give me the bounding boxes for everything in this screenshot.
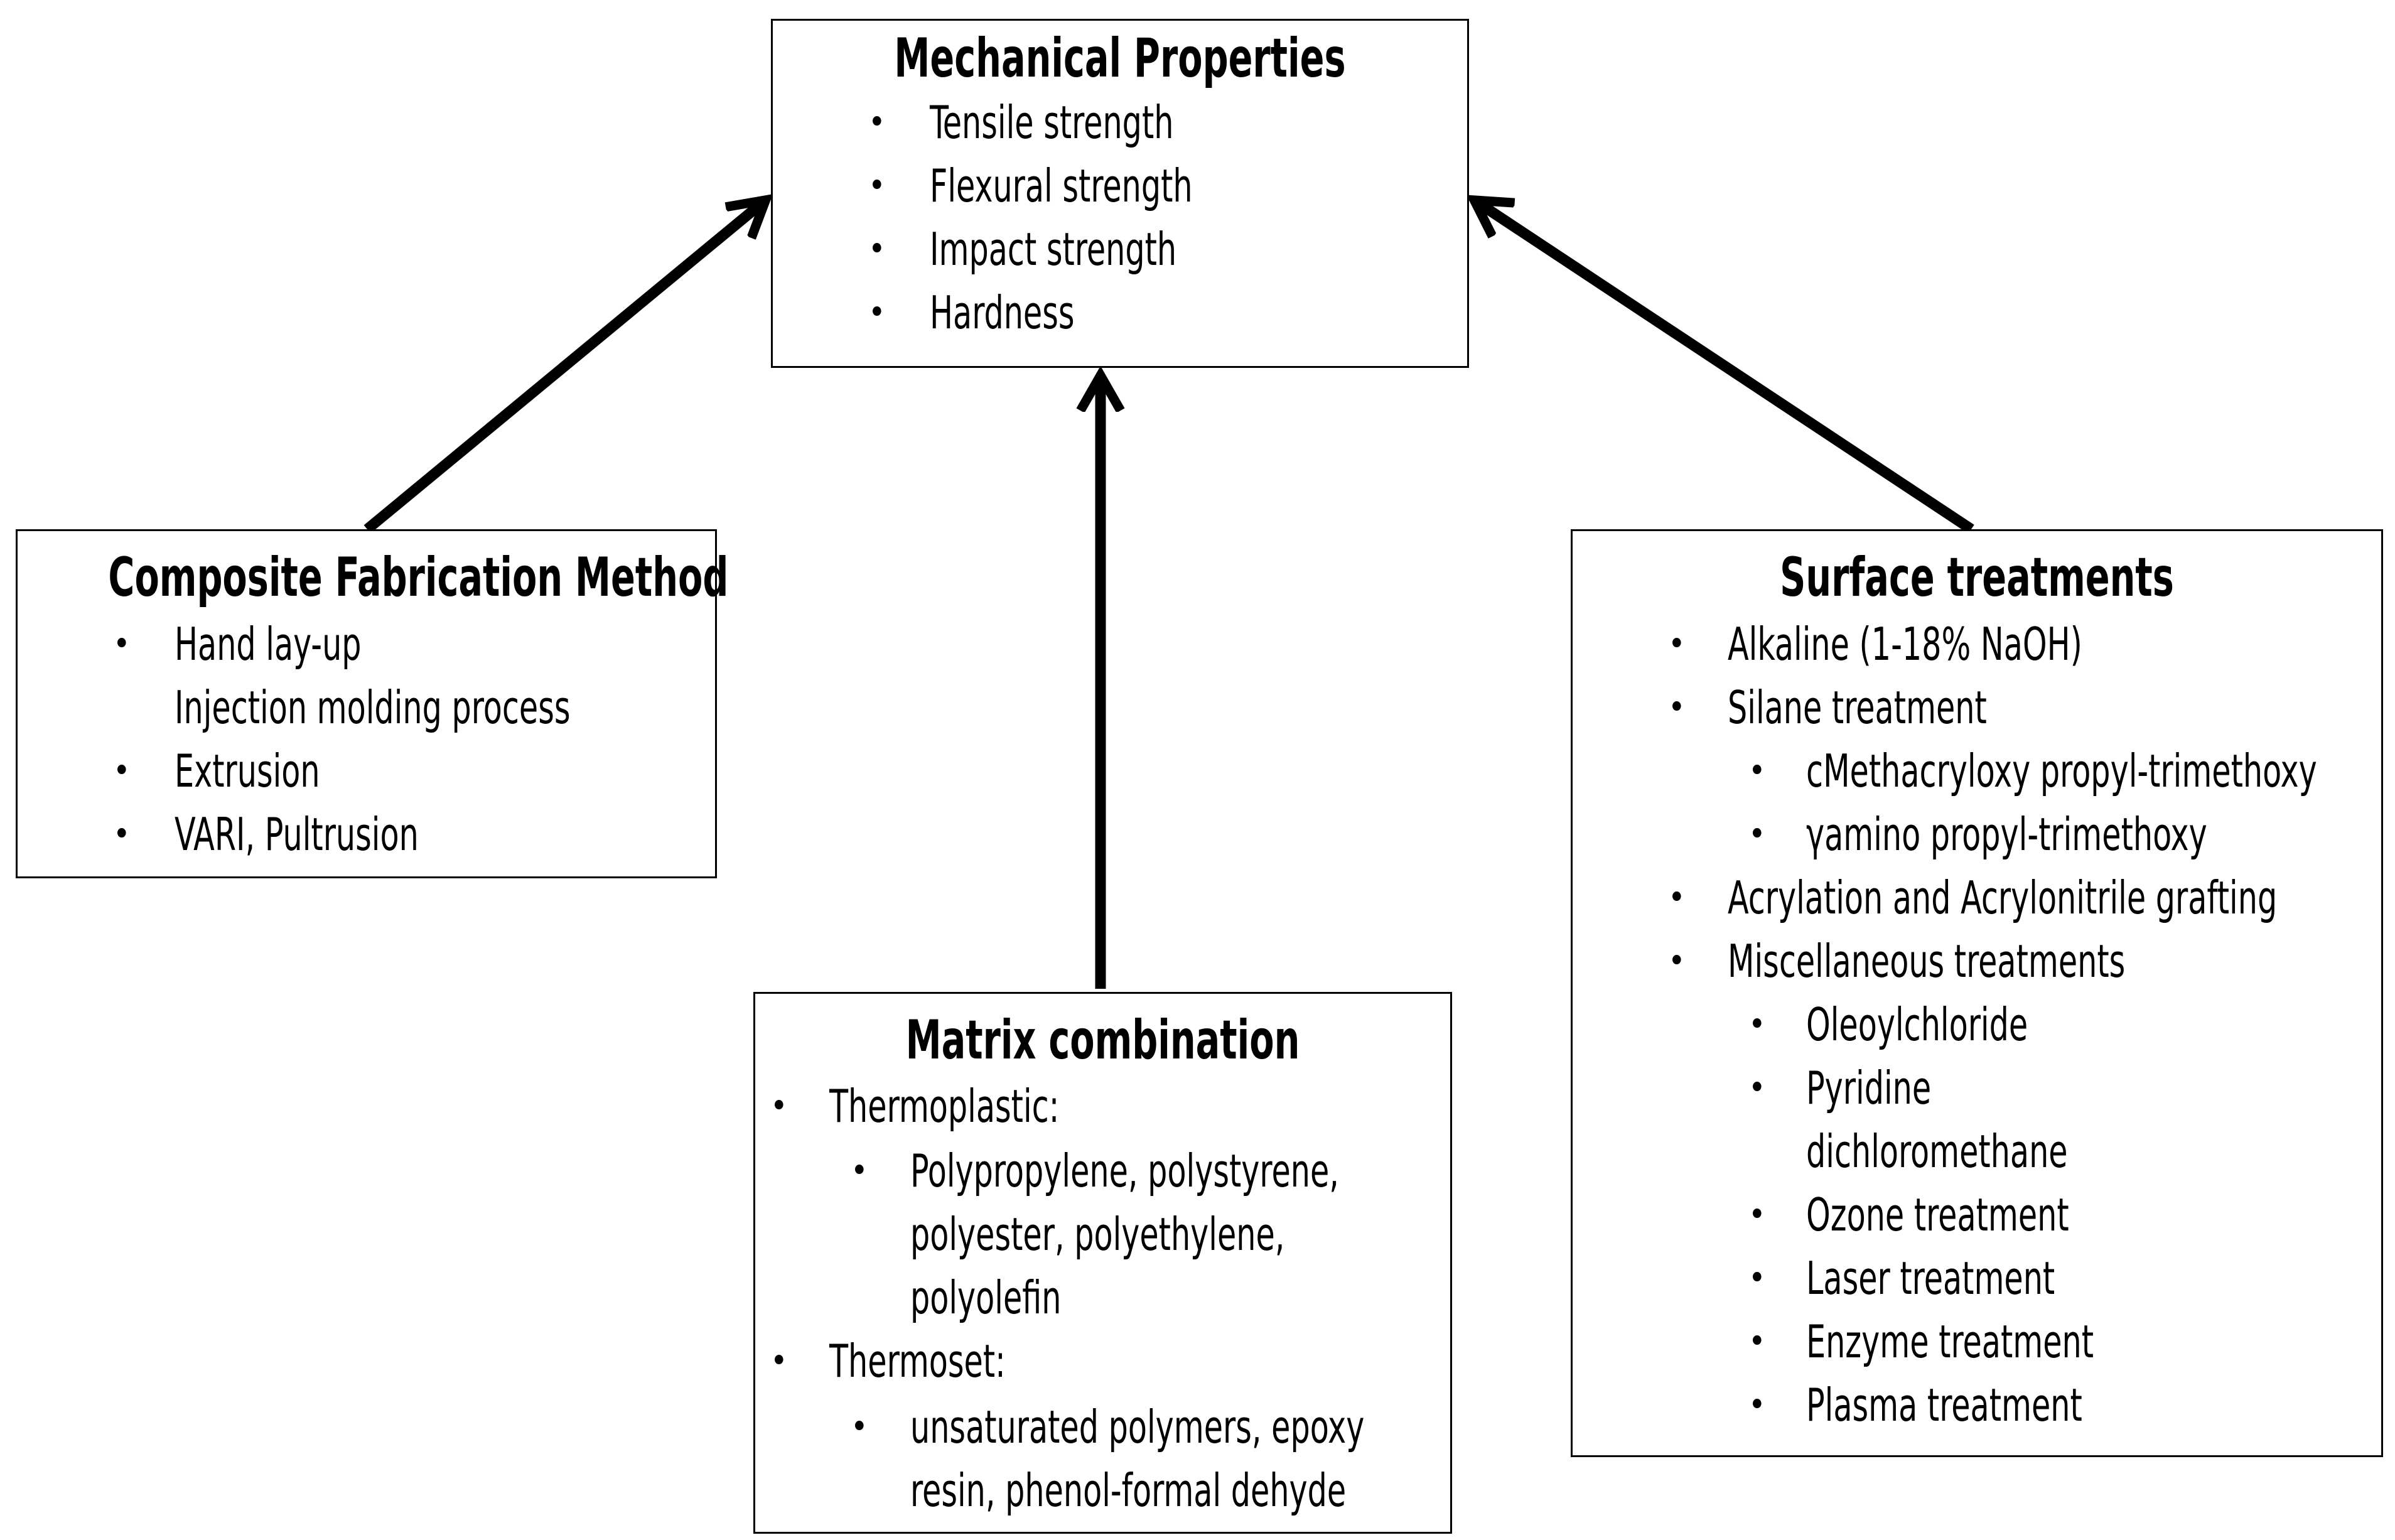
surface-misc-label: Miscellaneous treatments bbox=[1728, 935, 2126, 988]
surface-silane-sub: γamino propyl-trimethoxy bbox=[1806, 808, 2207, 861]
matrix-combination-title: Matrix combination bbox=[905, 1009, 1300, 1072]
fabrication-item: Hand lay-up bbox=[175, 618, 362, 670]
bullet-icon: • bbox=[868, 230, 886, 268]
matrix-thermoset-label: Thermoset: bbox=[829, 1335, 1006, 1387]
bullet-icon: • bbox=[1748, 752, 1766, 790]
bullet-icon: • bbox=[868, 294, 886, 331]
bullet-icon: • bbox=[1668, 879, 1686, 917]
matrix-thermoset-line: unsaturated polymers, epoxy bbox=[910, 1401, 1365, 1453]
bullet-icon: • bbox=[1668, 689, 1686, 726]
bullet-icon: • bbox=[851, 1152, 868, 1190]
bullet-icon: • bbox=[851, 1408, 868, 1446]
mechanical-properties-box: Mechanical Properties • Tensile strength… bbox=[771, 19, 1469, 368]
arrow-surface-to-mechanical bbox=[1475, 201, 1974, 534]
matrix-thermoplastic-label: Thermoplastic: bbox=[829, 1080, 1060, 1133]
surface-silane-sub: cMethacryloxy propyl-trimethoxy bbox=[1806, 745, 2317, 797]
mechanical-properties-title: Mechanical Properties bbox=[894, 27, 1346, 90]
surface-treatments-box: Surface treatments • Alkaline (1-18% NaO… bbox=[1571, 529, 2383, 1457]
surface-misc-sub: Oleoylchloride bbox=[1806, 998, 2028, 1051]
arrow-fabrication-to-mechanical bbox=[363, 201, 765, 534]
bullet-icon: • bbox=[770, 1087, 788, 1125]
bullet-icon: • bbox=[868, 104, 886, 141]
matrix-thermoplastic-line: polyolefin bbox=[910, 1271, 1062, 1324]
surface-misc-sub: dichloromethane bbox=[1806, 1125, 2068, 1178]
matrix-thermoplastic-line: polyester, polyethylene, bbox=[910, 1208, 1285, 1261]
fabrication-item: Injection molding process bbox=[175, 681, 571, 734]
surface-treatments-title: Surface treatments bbox=[1780, 546, 2174, 609]
surface-acrylation: Acrylation and Acrylonitrile grafting bbox=[1728, 871, 2278, 924]
mechanical-item: Impact strength bbox=[930, 223, 1177, 276]
surface-misc-sub: Pyridine bbox=[1806, 1062, 1932, 1114]
bullet-icon: • bbox=[1668, 942, 1686, 980]
bullet-icon: • bbox=[770, 1342, 788, 1380]
matrix-thermoplastic-line: Polypropylene, polystyrene, bbox=[910, 1144, 1339, 1197]
bullet-icon: • bbox=[1748, 1006, 1766, 1043]
surface-misc-sub: Ozone treatment bbox=[1806, 1188, 2069, 1241]
surface-misc-sub: Laser treatment bbox=[1806, 1252, 2055, 1305]
bullet-icon: • bbox=[1748, 1386, 1766, 1424]
surface-misc-sub: Plasma treatment bbox=[1806, 1379, 2082, 1431]
mechanical-item: Hardness bbox=[930, 286, 1075, 339]
bullet-icon: • bbox=[113, 625, 131, 663]
mechanical-item: Flexural strength bbox=[930, 159, 1193, 212]
fabrication-item: VARI, Pultrusion bbox=[175, 808, 419, 861]
bullet-icon: • bbox=[1748, 1259, 1766, 1297]
bullet-icon: • bbox=[113, 816, 131, 853]
bullet-icon: • bbox=[1748, 816, 1766, 853]
matrix-thermoset-line: resin, phenol-formal dehyde bbox=[910, 1464, 1347, 1517]
fabrication-method-box: Composite Fabrication Method • Hand lay-… bbox=[16, 529, 729, 878]
surface-silane-label: Silane treatment bbox=[1728, 681, 1987, 734]
bullet-icon: • bbox=[113, 752, 131, 790]
surface-alkaline: Alkaline (1-18% NaOH) bbox=[1728, 618, 2082, 670]
bullet-icon: • bbox=[868, 167, 886, 205]
mechanical-item: Tensile strength bbox=[930, 96, 1174, 149]
bullet-icon: • bbox=[1748, 1196, 1766, 1234]
matrix-combination-box: Matrix combination • Thermoplastic: • Po… bbox=[753, 992, 1452, 1534]
fabrication-method-title: Composite Fabrication Method bbox=[108, 546, 729, 609]
bullet-icon: • bbox=[1748, 1323, 1766, 1360]
fabrication-item: Extrusion bbox=[175, 745, 320, 797]
surface-misc-sub: Enzyme treatment bbox=[1806, 1315, 2094, 1368]
bullet-icon: • bbox=[1748, 1069, 1766, 1107]
bullet-icon: • bbox=[1668, 625, 1686, 663]
